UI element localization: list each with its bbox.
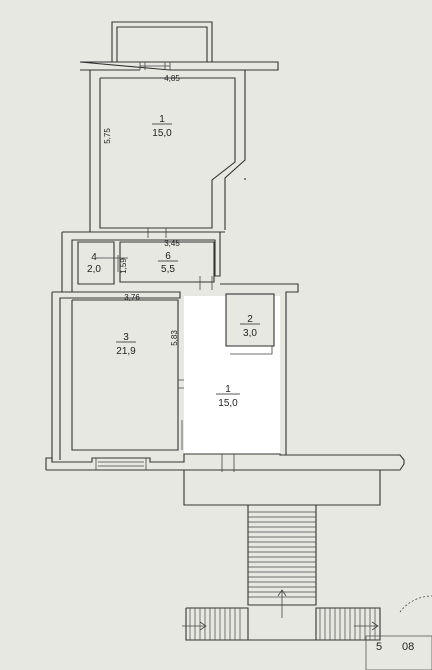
- room-4-label: 4 2,0: [87, 252, 101, 275]
- entrance-porch: [183, 470, 381, 618]
- stair-steps: [248, 511, 316, 598]
- room-4-number: 4: [91, 252, 97, 263]
- room-3-number: 3: [123, 332, 129, 343]
- room-5-area: 15,0: [152, 128, 172, 139]
- room-1-number: 1: [225, 384, 231, 395]
- room-3-label: 3 21,9: [116, 332, 136, 357]
- dim-room6-width: 3,45: [164, 239, 180, 248]
- room-2-area: 3,0: [243, 328, 257, 339]
- room-2-number: 2: [247, 314, 253, 325]
- corner-stamp: 5 08: [365, 635, 432, 670]
- room-2-box: [225, 293, 275, 347]
- room-6-area: 5,5: [161, 264, 175, 275]
- upper-block-walls: [79, 61, 279, 238]
- room-6-label: 6 5,5: [158, 251, 178, 275]
- dim-room5-width: 4,85: [164, 74, 180, 83]
- stair-steps-left: [189, 608, 241, 640]
- room-5-number: 1: [159, 114, 165, 125]
- bottom-wall: [45, 453, 405, 472]
- room-2-label: 2 3,0: [240, 314, 260, 339]
- dim-room5-length: 5,75: [103, 128, 112, 144]
- room-1-label: 1 15,0: [216, 384, 240, 409]
- dim-room4-length: 1,59: [119, 258, 128, 274]
- stamp-text-2: 08: [402, 641, 414, 653]
- room-5-label: 1 15,0: [152, 114, 172, 139]
- room-1-area: 15,0: [218, 398, 238, 409]
- stamp-text-1: 5: [376, 641, 382, 653]
- bottom-steps: [182, 595, 432, 641]
- stair-steps-right: [319, 608, 376, 640]
- room-6-number: 6: [165, 251, 171, 262]
- room-4-area: 2,0: [87, 264, 101, 275]
- dim-room3-length: 5,83: [170, 330, 179, 346]
- dim-room3-width: 3,76: [124, 293, 140, 302]
- room-3-area: 21,9: [116, 346, 136, 357]
- middle-strip-walls: [61, 231, 225, 293]
- top-balcony: [111, 21, 213, 62]
